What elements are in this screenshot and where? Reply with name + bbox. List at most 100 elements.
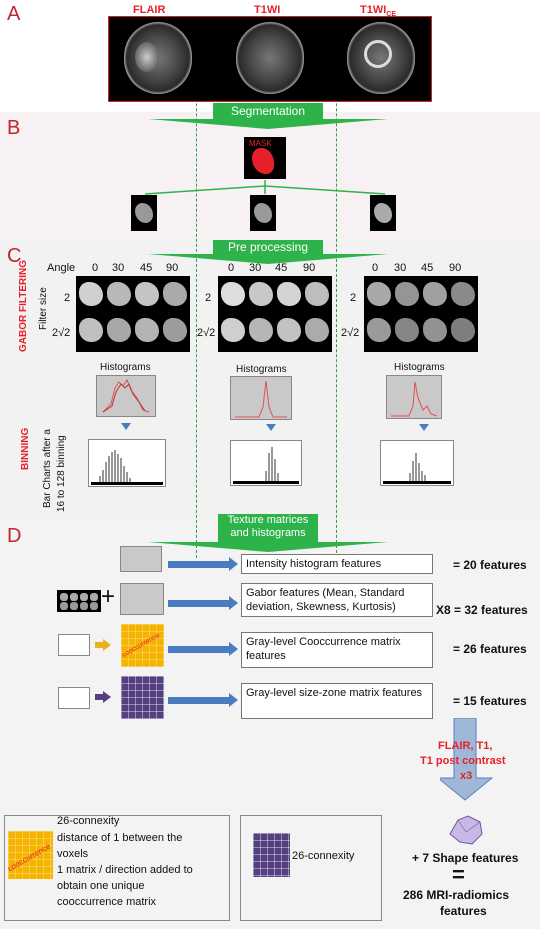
bar-chart-flair <box>88 439 166 487</box>
multiplier-line-1: FLAIR, T1, <box>438 740 493 752</box>
angle-0-g1: 0 <box>92 262 99 274</box>
segmentation-banner: Segmentation <box>213 103 323 119</box>
filter-size-label: Filter size <box>38 287 49 330</box>
size-2-g1: 2 <box>64 292 71 304</box>
row3-arrow <box>168 642 238 656</box>
size-2r2-g2: 2√2 <box>197 327 216 339</box>
legend-cooc-line-4: 1 matrix / direction added to <box>57 864 193 876</box>
mask-label: MASK <box>249 139 272 148</box>
row2-histogram-thumb <box>120 583 164 615</box>
dashed-line-right <box>336 18 337 558</box>
multiplier-line-3: x3 <box>460 770 473 782</box>
texture-line-2: and histograms <box>230 527 306 539</box>
section-label-a: A <box>7 3 21 25</box>
histograms-label-1: Histograms <box>100 362 151 373</box>
texture-banner: Texture matrices and histograms <box>218 514 318 542</box>
row3-yellow-arrow <box>95 642 103 648</box>
hist-down-arrow-1 <box>121 423 131 430</box>
t1wi-mri-image <box>236 22 304 94</box>
gabor-grid-flair <box>76 276 190 352</box>
segmentation-arrow <box>148 119 388 129</box>
row1-arrow <box>168 557 238 571</box>
angle-30-g1: 30 <box>112 262 125 274</box>
histogram-t1 <box>230 376 292 420</box>
row2-gabor-thumb <box>57 590 101 612</box>
row4-purple-arrow <box>95 694 103 700</box>
flair-title: FLAIR <box>133 4 166 16</box>
cooccurrence-matrix-thumb <box>121 624 164 667</box>
legend-szm-line: 26-connexity <box>292 850 355 862</box>
size-2-g3: 2 <box>350 292 357 304</box>
segmented-t1ce <box>370 195 396 231</box>
intensity-feature-count: = 20 features <box>453 558 527 572</box>
angle-90-g3: 90 <box>449 262 462 274</box>
angle-0-g3: 0 <box>372 262 379 274</box>
multiplier-arrow <box>440 718 494 801</box>
mask-connectors <box>144 180 386 195</box>
glszm-feature-box: Gray-level size-zone matrix features <box>241 683 433 719</box>
row3-yellow-arrowhead <box>103 639 111 651</box>
gabor-feature-box: Gabor features (Mean, Standard deviation… <box>241 583 433 617</box>
t1wi-title: T1WI <box>254 4 281 16</box>
intensity-feature-box: Intensity histogram features <box>241 554 433 574</box>
size-2r2-g3: 2√2 <box>341 327 360 339</box>
angle-30-g2: 30 <box>249 262 262 274</box>
angle-45-g3: 45 <box>421 262 434 274</box>
legend-cooc-line-2: distance of 1 between the <box>57 832 183 844</box>
size-2-g2: 2 <box>205 292 212 304</box>
preprocessing-arrow <box>148 254 388 264</box>
row4-bar-thumb <box>58 687 90 709</box>
size-2r2-g1: 2√2 <box>52 327 71 339</box>
total-line-1: 286 MRI-radiomics <box>403 888 510 902</box>
hist-down-arrow-3 <box>419 424 429 431</box>
legend-cooc-matrix <box>8 831 53 879</box>
row3-bar-thumb <box>58 634 90 656</box>
glcm-feature-box: Gray-level Cooccurrence matrix features <box>241 632 433 668</box>
angle-45-g1: 45 <box>140 262 153 274</box>
row4-purple-arrowhead <box>103 691 111 703</box>
equals-sign: = <box>452 862 465 887</box>
glcm-feature-count: = 26 features <box>453 642 527 656</box>
shape-3d-icon <box>449 815 483 845</box>
legend-szm-matrix <box>253 833 290 877</box>
angle-label: Angle <box>47 262 76 274</box>
bar-chart-t1 <box>230 440 302 486</box>
gabor-grid-t1 <box>218 276 332 352</box>
hist-down-arrow-2 <box>266 424 276 431</box>
plus-sign: + <box>101 583 116 610</box>
shape-features: + 7 Shape features <box>412 851 519 865</box>
legend-cooc-line-1: 26-connexity <box>57 815 120 827</box>
segmented-t1 <box>250 195 276 231</box>
texture-arrow <box>148 542 388 552</box>
angle-30-g3: 30 <box>394 262 407 274</box>
ce-ring-lesion <box>364 40 392 68</box>
t1wi-ce-title: T1WICE <box>360 4 397 19</box>
angle-90-g1: 90 <box>166 262 179 274</box>
segmented-flair <box>131 195 157 231</box>
multiplier-line-2: T1 post contrast <box>420 755 506 767</box>
total-line-2: features <box>440 904 487 918</box>
binning-caption-2: 16 to 128 binning <box>56 435 67 512</box>
bar-chart-t1ce <box>380 440 454 486</box>
size-zone-matrix-thumb <box>121 676 164 719</box>
histogram-flair <box>96 375 156 417</box>
glszm-feature-count: = 15 features <box>453 694 527 708</box>
section-label-d: D <box>7 525 22 547</box>
texture-line-1: Texture matrices <box>227 514 309 526</box>
histograms-label-2: Histograms <box>236 364 287 375</box>
gabor-grid-t1ce <box>364 276 478 352</box>
section-label-c: C <box>7 245 22 267</box>
legend-cooc-line-3: voxels <box>57 848 89 860</box>
binning-caption-1: Bar Charts after a <box>42 429 53 508</box>
section-label-b: B <box>7 117 21 139</box>
angle-90-g2: 90 <box>303 262 316 274</box>
legend-cooc-line-5: obtain one unique <box>57 880 145 892</box>
flair-lesion <box>135 42 159 72</box>
mask-shape <box>252 148 274 174</box>
row2-arrow <box>168 596 238 610</box>
gabor-filtering-label: GABOR FILTERING <box>18 259 29 352</box>
binning-label: BINNING <box>20 427 31 470</box>
row1-histogram-thumb <box>120 546 162 572</box>
dashed-line-left <box>196 18 197 558</box>
histogram-t1ce <box>386 375 442 419</box>
